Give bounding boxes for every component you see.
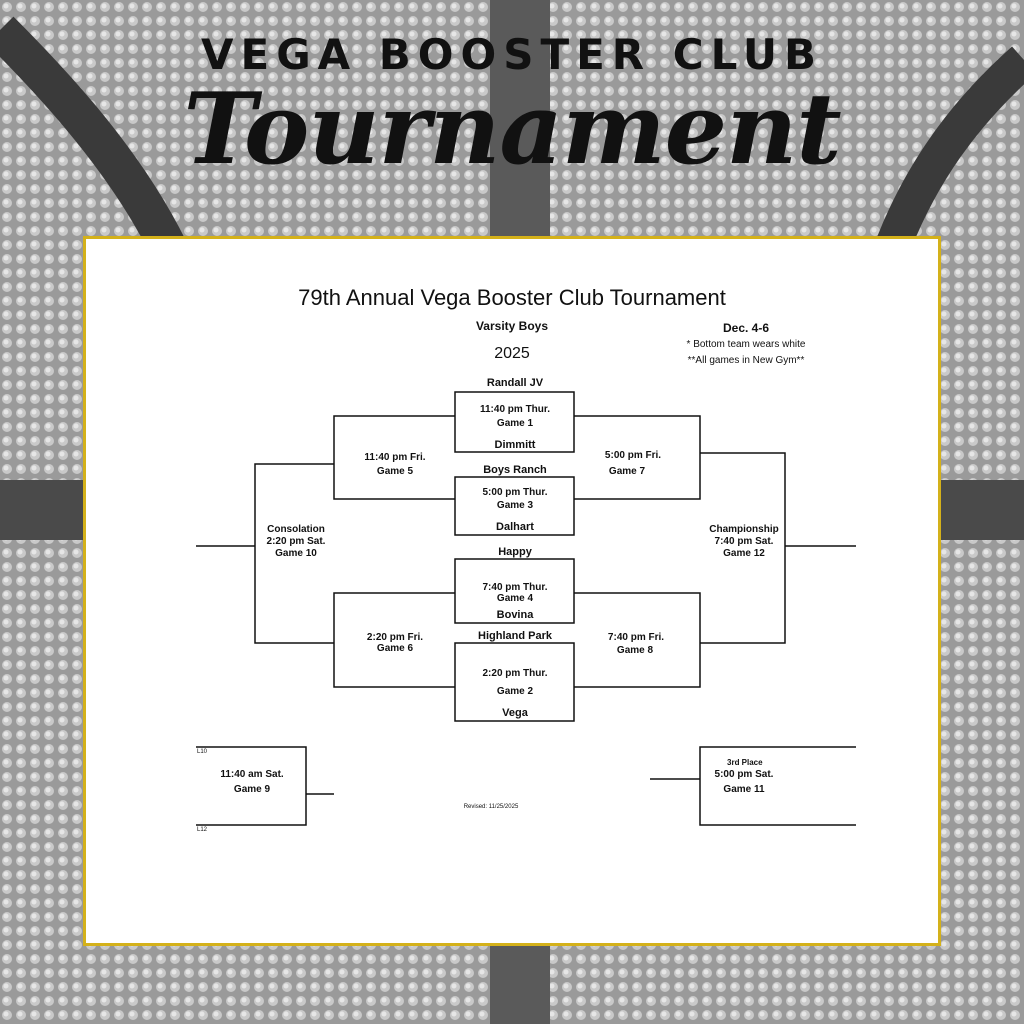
game-9-label: Game 9 <box>233 784 271 795</box>
game-3-time: 5:00 pm Thur. <box>482 487 548 498</box>
game-10-time: 2:20 pm Sat. <box>266 536 326 547</box>
loser-12-label: L12 <box>197 827 208 833</box>
game-4-time: 7:40 pm Thur. <box>482 582 548 593</box>
game-9-time: 11:40 am Sat. <box>220 769 284 780</box>
game-12-name: Championship <box>709 524 779 535</box>
game-8-time: 7:40 pm Fri. <box>607 632 665 643</box>
team-vega: Vega <box>502 707 528 719</box>
game-5-time: 11:40 pm Fri. <box>364 452 426 463</box>
team-happy: Happy <box>498 546 532 558</box>
game-7-label: Game 7 <box>608 466 646 477</box>
club-heading: VEGA BOOSTER CLUB <box>201 30 823 79</box>
team-dalhart: Dalhart <box>496 521 534 533</box>
game-10-label: Game 10 <box>275 548 317 559</box>
team-boys-ranch: Boys Ranch <box>483 464 547 476</box>
bracket-year: 2025 <box>494 345 530 362</box>
game-1-time: 11:40 pm Thur. <box>479 404 551 415</box>
game-11-label: Game 11 <box>723 784 765 795</box>
team-randall-jv: Randall JV <box>486 377 544 389</box>
game-1-label: Game 1 <box>496 418 534 429</box>
bracket-subtitle: Varsity Boys <box>475 319 549 333</box>
game-3-label: Game 3 <box>496 500 534 511</box>
bracket-lines <box>196 391 856 826</box>
team-highland-park: Highland Park <box>478 630 552 642</box>
game-2-time: 2:20 pm Thur. <box>482 668 548 679</box>
game-6-time: 2:20 pm Fri. <box>366 632 424 643</box>
game-5-label: Game 5 <box>376 466 414 477</box>
loser-10-label: L10 <box>197 749 208 755</box>
game-8-label: Game 8 <box>616 645 654 656</box>
game-11-time: 5:00 pm Sat. <box>714 769 774 780</box>
game-4-label: Game 4 <box>496 593 534 604</box>
bracket-card: 79th Annual Vega Booster Club Tournament… <box>83 236 941 946</box>
tournament-script-heading: Tournament <box>183 72 841 187</box>
game-11-name: 3rd Place <box>727 758 763 767</box>
bracket-title: 79th Annual Vega Booster Club Tournament <box>298 285 726 310</box>
note-new-gym: **All games in New Gym** <box>687 355 805 366</box>
note-white-jersey: * Bottom team wears white <box>686 339 806 350</box>
game-2-label: Game 2 <box>496 686 534 697</box>
game-10-name: Consolation <box>267 524 325 535</box>
revised-date: Revised: 11/25/2025 <box>463 804 519 810</box>
game-12-time: 7:40 pm Sat. <box>714 536 774 547</box>
game-12-label: Game 12 <box>723 548 765 559</box>
game-6-label: Game 6 <box>376 643 414 654</box>
team-bovina: Bovina <box>496 609 534 621</box>
tournament-dates: Dec. 4-6 <box>722 321 770 335</box>
game-7-time: 5:00 pm Fri. <box>604 450 662 461</box>
team-dimmitt: Dimmitt <box>494 439 536 451</box>
